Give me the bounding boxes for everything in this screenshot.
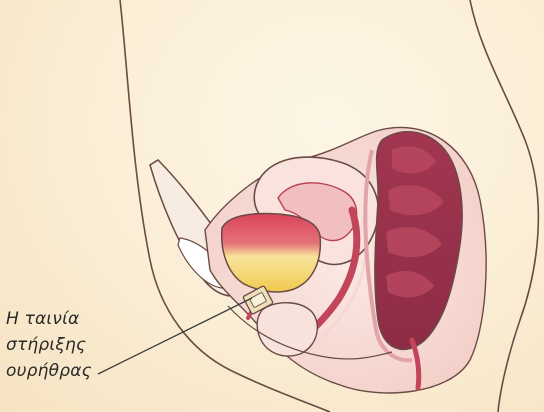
tape-label-line-1: Η ταινία bbox=[6, 306, 126, 332]
perineal-body bbox=[257, 303, 317, 356]
tape-label: Η ταινία στήριξης ουρήθρας bbox=[6, 306, 126, 384]
tape-label-line-2: στήριξης bbox=[6, 332, 126, 358]
tape-label-line-3: ουρήθρας bbox=[6, 358, 126, 384]
